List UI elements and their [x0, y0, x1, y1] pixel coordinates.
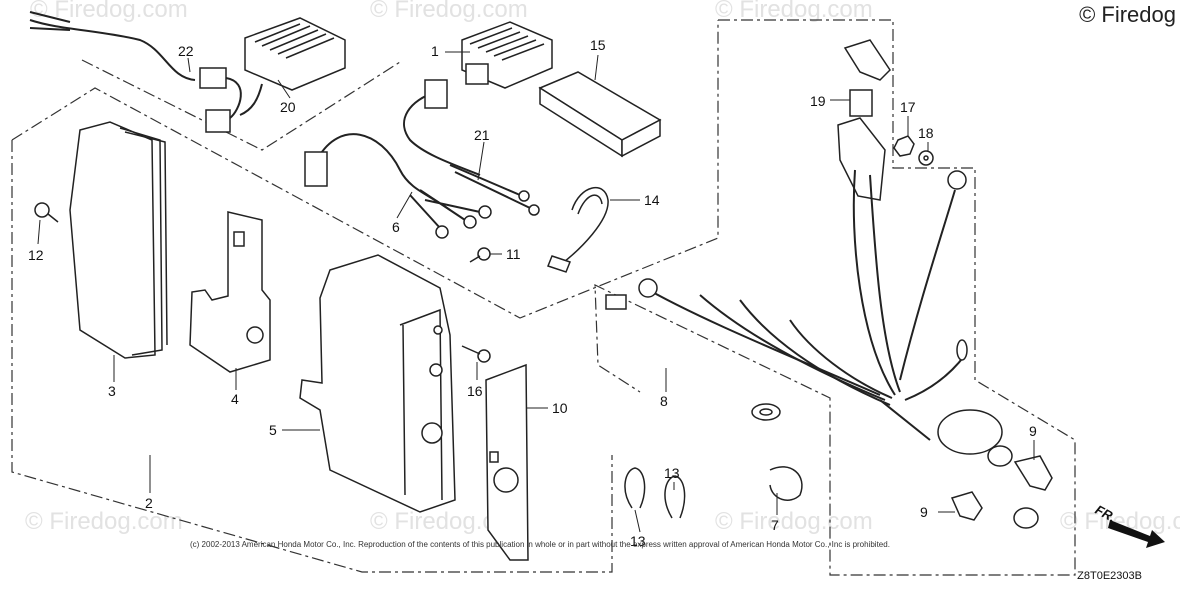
callout-13-upper: 13	[664, 465, 680, 481]
part-17-nut	[893, 135, 915, 157]
part-14-cable-tie	[547, 186, 609, 273]
part-8-main-harness	[605, 169, 1013, 467]
part-10-label-plate	[485, 363, 529, 561]
callout-15: 15	[590, 37, 606, 53]
part-18-washer	[918, 150, 934, 166]
watermark: © Firedog.com	[370, 0, 528, 23]
callout-18: 18	[918, 125, 934, 141]
part-16-bolt	[461, 345, 491, 363]
callout-10: 10	[552, 400, 568, 416]
leader-lines	[37, 51, 1035, 533]
callout-16: 16	[467, 383, 483, 399]
part-3-cover	[69, 121, 168, 359]
part-20-regulator	[239, 17, 346, 116]
callout-11: 11	[506, 246, 521, 262]
part-11-screw	[469, 247, 491, 263]
part-13-clamp	[624, 467, 686, 519]
part-9-key	[950, 455, 1053, 529]
copyright-notice: (c) 2002-2013 American Honda Motor Co., …	[190, 540, 890, 549]
callout-9-lower: 9	[920, 504, 928, 520]
watermark: © Firedog.com	[25, 508, 183, 535]
diagram-code: Z8T0E2303B	[1077, 570, 1142, 582]
callout-20: 20	[280, 99, 296, 115]
part-5-control-box	[299, 254, 456, 513]
callout-1: 1	[431, 43, 439, 59]
watermark: © Firedog.com	[30, 0, 188, 23]
callout-5: 5	[269, 422, 277, 438]
part-4-bracket	[189, 211, 271, 373]
callout-21: 21	[474, 127, 490, 143]
copyright-corner: © Firedog	[1079, 2, 1176, 27]
part-22-wire-harness	[29, 11, 242, 133]
callout-8: 8	[660, 393, 668, 409]
callout-19: 19	[810, 93, 826, 109]
callout-13-lower: 13	[630, 533, 646, 549]
callout-4: 4	[231, 391, 239, 407]
front-direction-arrow	[1108, 520, 1165, 548]
callout-3: 3	[108, 383, 116, 399]
callout-17: 17	[900, 99, 916, 115]
callout-7: 7	[771, 517, 779, 533]
callout-22: 22	[178, 43, 194, 59]
part-15-pad	[538, 71, 662, 158]
group-boundaries	[11, 19, 1076, 576]
part-19-fuse-holder	[837, 39, 891, 201]
watermark: © Firedog.com	[715, 0, 873, 23]
callout-9-upper: 9	[1029, 423, 1037, 439]
part-21-wire-harness	[403, 79, 540, 216]
part-1-regulator	[461, 21, 553, 89]
callout-12: 12	[28, 247, 44, 263]
part-7-grommet	[751, 403, 803, 501]
watermark: © Firedog.com	[715, 508, 873, 535]
part-6-wire-harness	[304, 133, 492, 239]
callout-6: 6	[392, 219, 400, 235]
callouts: 22 20 1 15 21 6 11 14 12 3 4 5 16 10 2 8…	[28, 37, 1037, 549]
callout-2: 2	[145, 495, 153, 511]
callout-14: 14	[644, 192, 660, 208]
part-12-screw	[34, 202, 59, 223]
